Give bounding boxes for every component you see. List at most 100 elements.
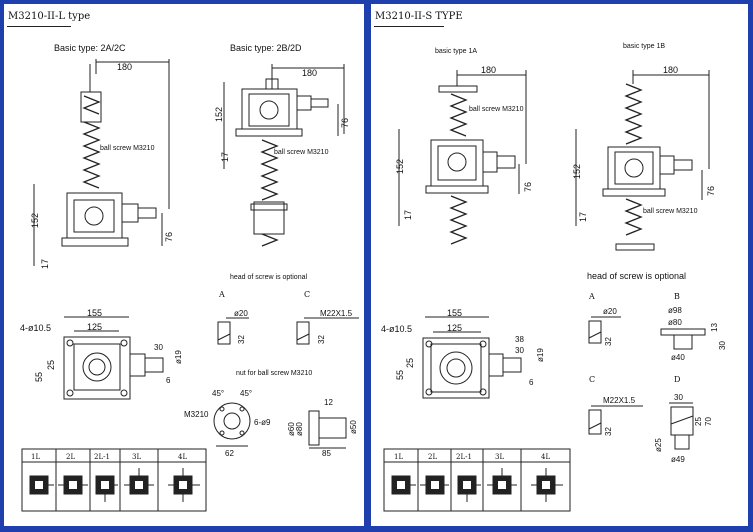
- dim-155-s: 155: [447, 308, 462, 318]
- label-head-optional-s: head of screw is optional: [587, 271, 686, 281]
- dim-25: 25: [46, 360, 56, 370]
- dim-45a: 45°: [212, 389, 224, 398]
- dim-152: 152: [30, 213, 40, 228]
- dim-85: 85: [322, 449, 331, 458]
- dim-nut-m3210: M3210: [184, 410, 209, 419]
- dim-phi50: ø50: [349, 420, 358, 434]
- layout-table: 1L 2L 2L-1 3L 4L: [21, 448, 207, 512]
- dim-25-d: 25: [694, 417, 703, 426]
- label-opt-a: A: [218, 290, 225, 299]
- dim-180-1a: 180: [481, 65, 496, 75]
- dim-55: 55: [34, 372, 44, 382]
- nut-side-view: 12 ø80 ø60 ø50 85: [287, 398, 358, 458]
- dim-76-b: 76: [340, 118, 350, 128]
- label-basic-1a: basic type 1A: [435, 48, 477, 55]
- dim-phi80-b: ø80: [668, 318, 682, 327]
- dim-125: 125: [87, 322, 102, 332]
- left-drawing: Basic type: 2A/2C Basic type: 2B/2D 180 …: [20, 43, 359, 512]
- dim-180: 180: [117, 62, 132, 72]
- dim-phi49: ø49: [671, 455, 685, 464]
- dim-30-s: 30: [515, 346, 524, 355]
- title-underline: [7, 26, 71, 27]
- head-option-c-s: M22X1.5 32: [588, 396, 643, 436]
- label-basic-2a2c: Basic type: 2A/2C: [54, 43, 126, 53]
- layout-2l-1-s: 2L-1: [456, 453, 472, 461]
- layout-3l: 3L: [132, 453, 141, 461]
- dim-152-1a: 152: [395, 159, 405, 174]
- dim-17-1b: 17: [578, 212, 588, 222]
- dim-6phi9: 6-ø9: [254, 418, 271, 427]
- dim-38: 38: [515, 335, 524, 344]
- dim-25-s: 25: [405, 358, 415, 368]
- dim-180-b: 180: [302, 68, 317, 78]
- dim-17-b: 17: [220, 152, 230, 162]
- dim-phi19-s: ø19: [536, 348, 545, 362]
- label-opt-b: B: [674, 292, 680, 301]
- nut-front-view: 45° 45° M3210 6-ø9 62: [184, 389, 271, 458]
- layout-1l-s: 1L: [394, 453, 403, 461]
- dim-phi20: ø20: [234, 309, 248, 318]
- label-head-optional: head of screw is optional: [230, 274, 307, 281]
- dim-32: 32: [237, 335, 246, 344]
- right-panel-s-type: M3210-II-S TYPE basic type 1A basic type…: [371, 4, 748, 526]
- dim-125-s: 125: [447, 323, 462, 333]
- dim-50-d: 70: [704, 417, 713, 426]
- dim-152-1b: 152: [572, 164, 582, 179]
- left-panel-l-type: M3210-II-L type Basic type: 2A/2C Basic …: [4, 4, 364, 526]
- dim-phi60: ø60: [287, 422, 296, 436]
- dim-phi80: ø80: [295, 422, 304, 436]
- label-opt-c-s: C: [589, 375, 595, 384]
- dim-6: 6: [166, 376, 171, 385]
- head-option-b: ø98 ø80 ø40 13 30: [660, 306, 727, 362]
- dim-155: 155: [87, 308, 102, 318]
- right-drawing: basic type 1A basic type 1B 180 ball scr…: [381, 43, 727, 512]
- jack-2a2c: 180 ball screw M3210 152 17 76: [30, 59, 174, 269]
- dim-13: 13: [710, 323, 719, 332]
- layout-2l-1: 2L-1: [94, 453, 110, 461]
- layout-2l-s: 2L: [428, 453, 437, 461]
- dim-17: 17: [40, 259, 50, 269]
- dim-76-1a: 76: [523, 182, 533, 192]
- dim-phi19: ø19: [174, 350, 183, 364]
- jack-1b: 180 ball screw M3210 152 17 76: [572, 65, 716, 251]
- dim-phi20-s: ø20: [603, 307, 617, 316]
- dim-62: 62: [225, 449, 234, 458]
- head-option-a: ø20 32: [217, 309, 249, 345]
- label-basic-1b: basic type 1B: [623, 43, 665, 50]
- dim-30: 30: [154, 343, 163, 352]
- gearbox-top-view: 155 125 4-ø10.5 55 25 30 ø19 6: [20, 308, 183, 400]
- dim-152-b: 152: [214, 107, 224, 122]
- head-option-c: M22X1.5 32: [296, 309, 359, 345]
- label-opt-c: C: [304, 290, 310, 299]
- label-basic-2b2d: Basic type: 2B/2D: [230, 43, 302, 53]
- dim-17-1a: 17: [403, 210, 413, 220]
- label-opt-d: D: [674, 375, 680, 384]
- title-underline-s: [374, 26, 444, 27]
- dim-phi98: ø98: [668, 306, 682, 315]
- dim-32-c-s: 32: [604, 427, 613, 436]
- dim-45b: 45°: [240, 389, 252, 398]
- jack-1a: 180 ball screw M3210 152 17 76: [395, 65, 533, 245]
- layout-2l: 2L: [66, 453, 75, 461]
- label-ball-screw-b: ball screw M3210: [274, 149, 329, 156]
- dim-76-1b: 76: [706, 186, 716, 196]
- dim-m22: M22X1.5: [320, 309, 353, 318]
- dim-30-b: 30: [718, 341, 727, 350]
- jack-2b2d: 180 ball screw M3210 152 17 76: [214, 64, 350, 247]
- dim-phi25-d: ø25: [654, 438, 663, 452]
- head-option-a-s: ø20 32: [588, 307, 621, 346]
- dim-76: 76: [164, 232, 174, 242]
- dim-m22-s: M22X1.5: [603, 396, 636, 405]
- dim-holes: 4-ø10.5: [20, 323, 51, 333]
- head-option-d: 30 25 70 ø25 ø49: [654, 393, 713, 464]
- dim-12: 12: [324, 398, 333, 407]
- dim-32-s: 32: [604, 337, 613, 346]
- dim-32-c: 32: [317, 335, 326, 344]
- label-nut: nut for ball screw M3210: [236, 370, 312, 377]
- layout-4l-s: 4L: [541, 453, 550, 461]
- layout-table-s: 1L 2L 2L-1 3L 4L: [383, 448, 571, 512]
- label-ball-screw-1b: ball screw M3210: [643, 208, 698, 215]
- layout-3l-s: 3L: [495, 453, 504, 461]
- panel-title-s: M3210-II-S TYPE: [375, 11, 463, 22]
- dim-55-s: 55: [395, 370, 405, 380]
